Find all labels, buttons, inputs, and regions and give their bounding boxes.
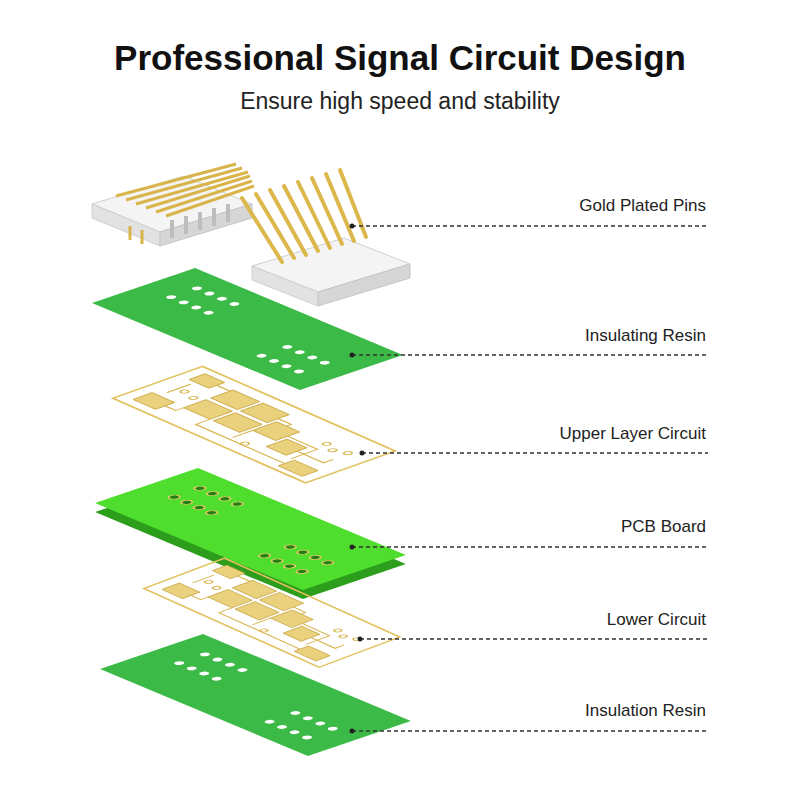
leader-lines	[352, 226, 708, 731]
title: Professional Signal Circuit Design	[0, 38, 800, 78]
pcb-board	[95, 468, 406, 599]
resin-sheet-bottom	[100, 634, 411, 756]
part-label: Insulating Resin	[380, 326, 706, 346]
left-connector	[92, 164, 254, 246]
upper-circuit	[113, 366, 395, 483]
resin-sheet-top	[92, 268, 403, 390]
part-label: Insulation Resin	[380, 701, 706, 721]
part-label: Upper Layer Circuit	[380, 424, 706, 444]
part-label: Lower Circuit	[380, 610, 706, 630]
right-connector	[242, 170, 410, 306]
subtitle: Ensure high speed and stability	[0, 88, 800, 115]
part-label: PCB Board	[380, 517, 706, 537]
part-label: Gold Plated Pins	[380, 196, 706, 216]
leader-dots	[350, 224, 365, 734]
